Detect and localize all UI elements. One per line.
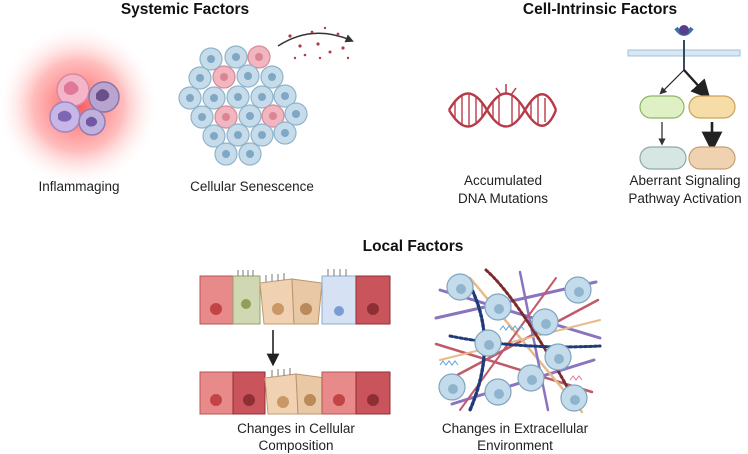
pathway-node — [688, 146, 736, 170]
immune-cell — [56, 73, 90, 107]
label-dna-line2: DNA Mutations — [458, 191, 548, 206]
heading-local-factors: Local Factors — [363, 238, 464, 255]
dna-helix — [447, 84, 558, 128]
label-composition-line2: Composition — [258, 438, 333, 453]
label-cellular-senescence: Cellular Senescence — [190, 179, 314, 194]
label-composition-line1: Changes in Cellular — [237, 421, 355, 436]
sasp-particles — [288, 26, 350, 60]
label-signaling-line2: Pathway Activation — [628, 191, 741, 206]
senescent-cell-cluster — [178, 26, 354, 166]
label-dna-line1: Accumulated — [464, 173, 542, 188]
secretion-arrow — [277, 32, 354, 47]
immune-cell — [78, 108, 106, 136]
mutation-burst-icon — [495, 84, 517, 96]
heading-systemic-factors: Systemic Factors — [121, 1, 249, 18]
label-ecm-line1: Changes in Extracellular — [442, 421, 589, 436]
heading-cell-intrinsic-factors: Cell-Intrinsic Factors — [523, 1, 677, 18]
epithelium-after — [199, 368, 391, 415]
pathway-node — [688, 95, 736, 119]
label-inflammaging: Inflammaging — [38, 179, 119, 194]
immune-cell — [49, 101, 81, 133]
label-signaling-line1: Aberrant Signaling — [629, 173, 740, 188]
immune-cell — [88, 81, 120, 113]
pathway-node — [639, 146, 687, 170]
receptor-icon — [674, 25, 694, 70]
pathway-node — [639, 95, 685, 119]
label-ecm-line2: Environment — [477, 438, 553, 453]
extracellular-matrix — [434, 268, 602, 414]
signaling-pathway — [627, 25, 741, 170]
inflammation-glow — [0, 24, 160, 188]
epithelium-before — [199, 269, 391, 325]
inflammaging-illustration — [0, 24, 160, 188]
